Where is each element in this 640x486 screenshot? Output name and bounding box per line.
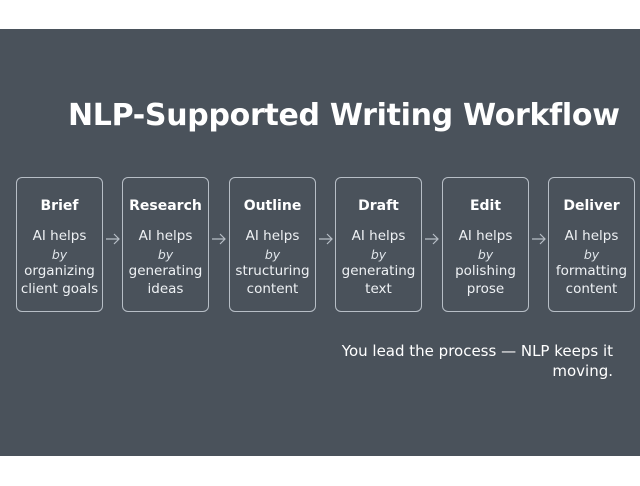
- step-desc-line: AI helps: [351, 228, 406, 244]
- step-title: Brief: [40, 198, 79, 214]
- tagline: You lead the process — NLP keeps it movi…: [341, 342, 613, 380]
- step-desc-line: content: [565, 280, 618, 297]
- step-desc-by: by: [477, 246, 494, 262]
- step-desc-line: generating: [341, 263, 416, 279]
- step-description: AI helps by organizing client goals: [11, 228, 108, 298]
- step-desc-line: ideas: [147, 280, 184, 297]
- step-desc-by: by: [264, 246, 281, 262]
- step-desc-line: text: [365, 280, 392, 297]
- step-desc-line: client goals: [20, 280, 99, 297]
- step-edit: Edit AI helps by polishing prose: [442, 177, 529, 312]
- arrow-right-icon: [319, 233, 333, 245]
- step-desc-line: AI helps: [32, 228, 87, 244]
- step-desc-line: structuring: [235, 263, 310, 279]
- step-description: AI helps by generating ideas: [117, 228, 214, 298]
- step-title: Edit: [469, 198, 502, 214]
- slide: NLP-Supported Writing Workflow Brief AI …: [0, 29, 640, 456]
- step-description: AI helps by polishing prose: [437, 228, 534, 298]
- step-desc-by: by: [51, 246, 68, 262]
- step-desc-by: by: [157, 246, 174, 262]
- step-description: AI helps by structuring content: [224, 228, 321, 298]
- step-desc-line: prose: [466, 280, 505, 297]
- step-title: Deliver: [563, 198, 620, 214]
- step-desc-line: organizing: [24, 263, 95, 279]
- page-title: NLP-Supported Writing Workflow: [68, 98, 620, 133]
- arrow-right-icon: [106, 233, 120, 245]
- step-desc-line: formatting: [555, 263, 628, 279]
- step-title: Outline: [243, 198, 302, 214]
- arrow-right-icon: [532, 233, 546, 245]
- step-title: Draft: [358, 198, 399, 214]
- step-description: AI helps by formatting content: [543, 228, 640, 298]
- step-title: Research: [129, 198, 202, 214]
- step-draft: Draft AI helps by generating text: [335, 177, 422, 312]
- step-desc-line: content: [246, 280, 299, 297]
- step-desc-line: AI helps: [458, 228, 513, 244]
- step-desc-line: polishing: [455, 263, 516, 279]
- step-description: AI helps by generating text: [330, 228, 427, 298]
- step-deliver: Deliver AI helps by formatting content: [548, 177, 635, 312]
- arrow-right-icon: [425, 233, 439, 245]
- arrow-right-icon: [212, 233, 226, 245]
- step-desc-line: AI helps: [245, 228, 300, 244]
- step-desc-line: generating: [128, 263, 203, 279]
- step-outline: Outline AI helps by structuring content: [229, 177, 316, 312]
- step-brief: Brief AI helps by organizing client goal…: [16, 177, 103, 312]
- step-desc-line: AI helps: [138, 228, 193, 244]
- step-desc-by: by: [583, 246, 600, 262]
- step-desc-by: by: [370, 246, 387, 262]
- step-desc-line: AI helps: [564, 228, 619, 244]
- step-research: Research AI helps by generating ideas: [122, 177, 209, 312]
